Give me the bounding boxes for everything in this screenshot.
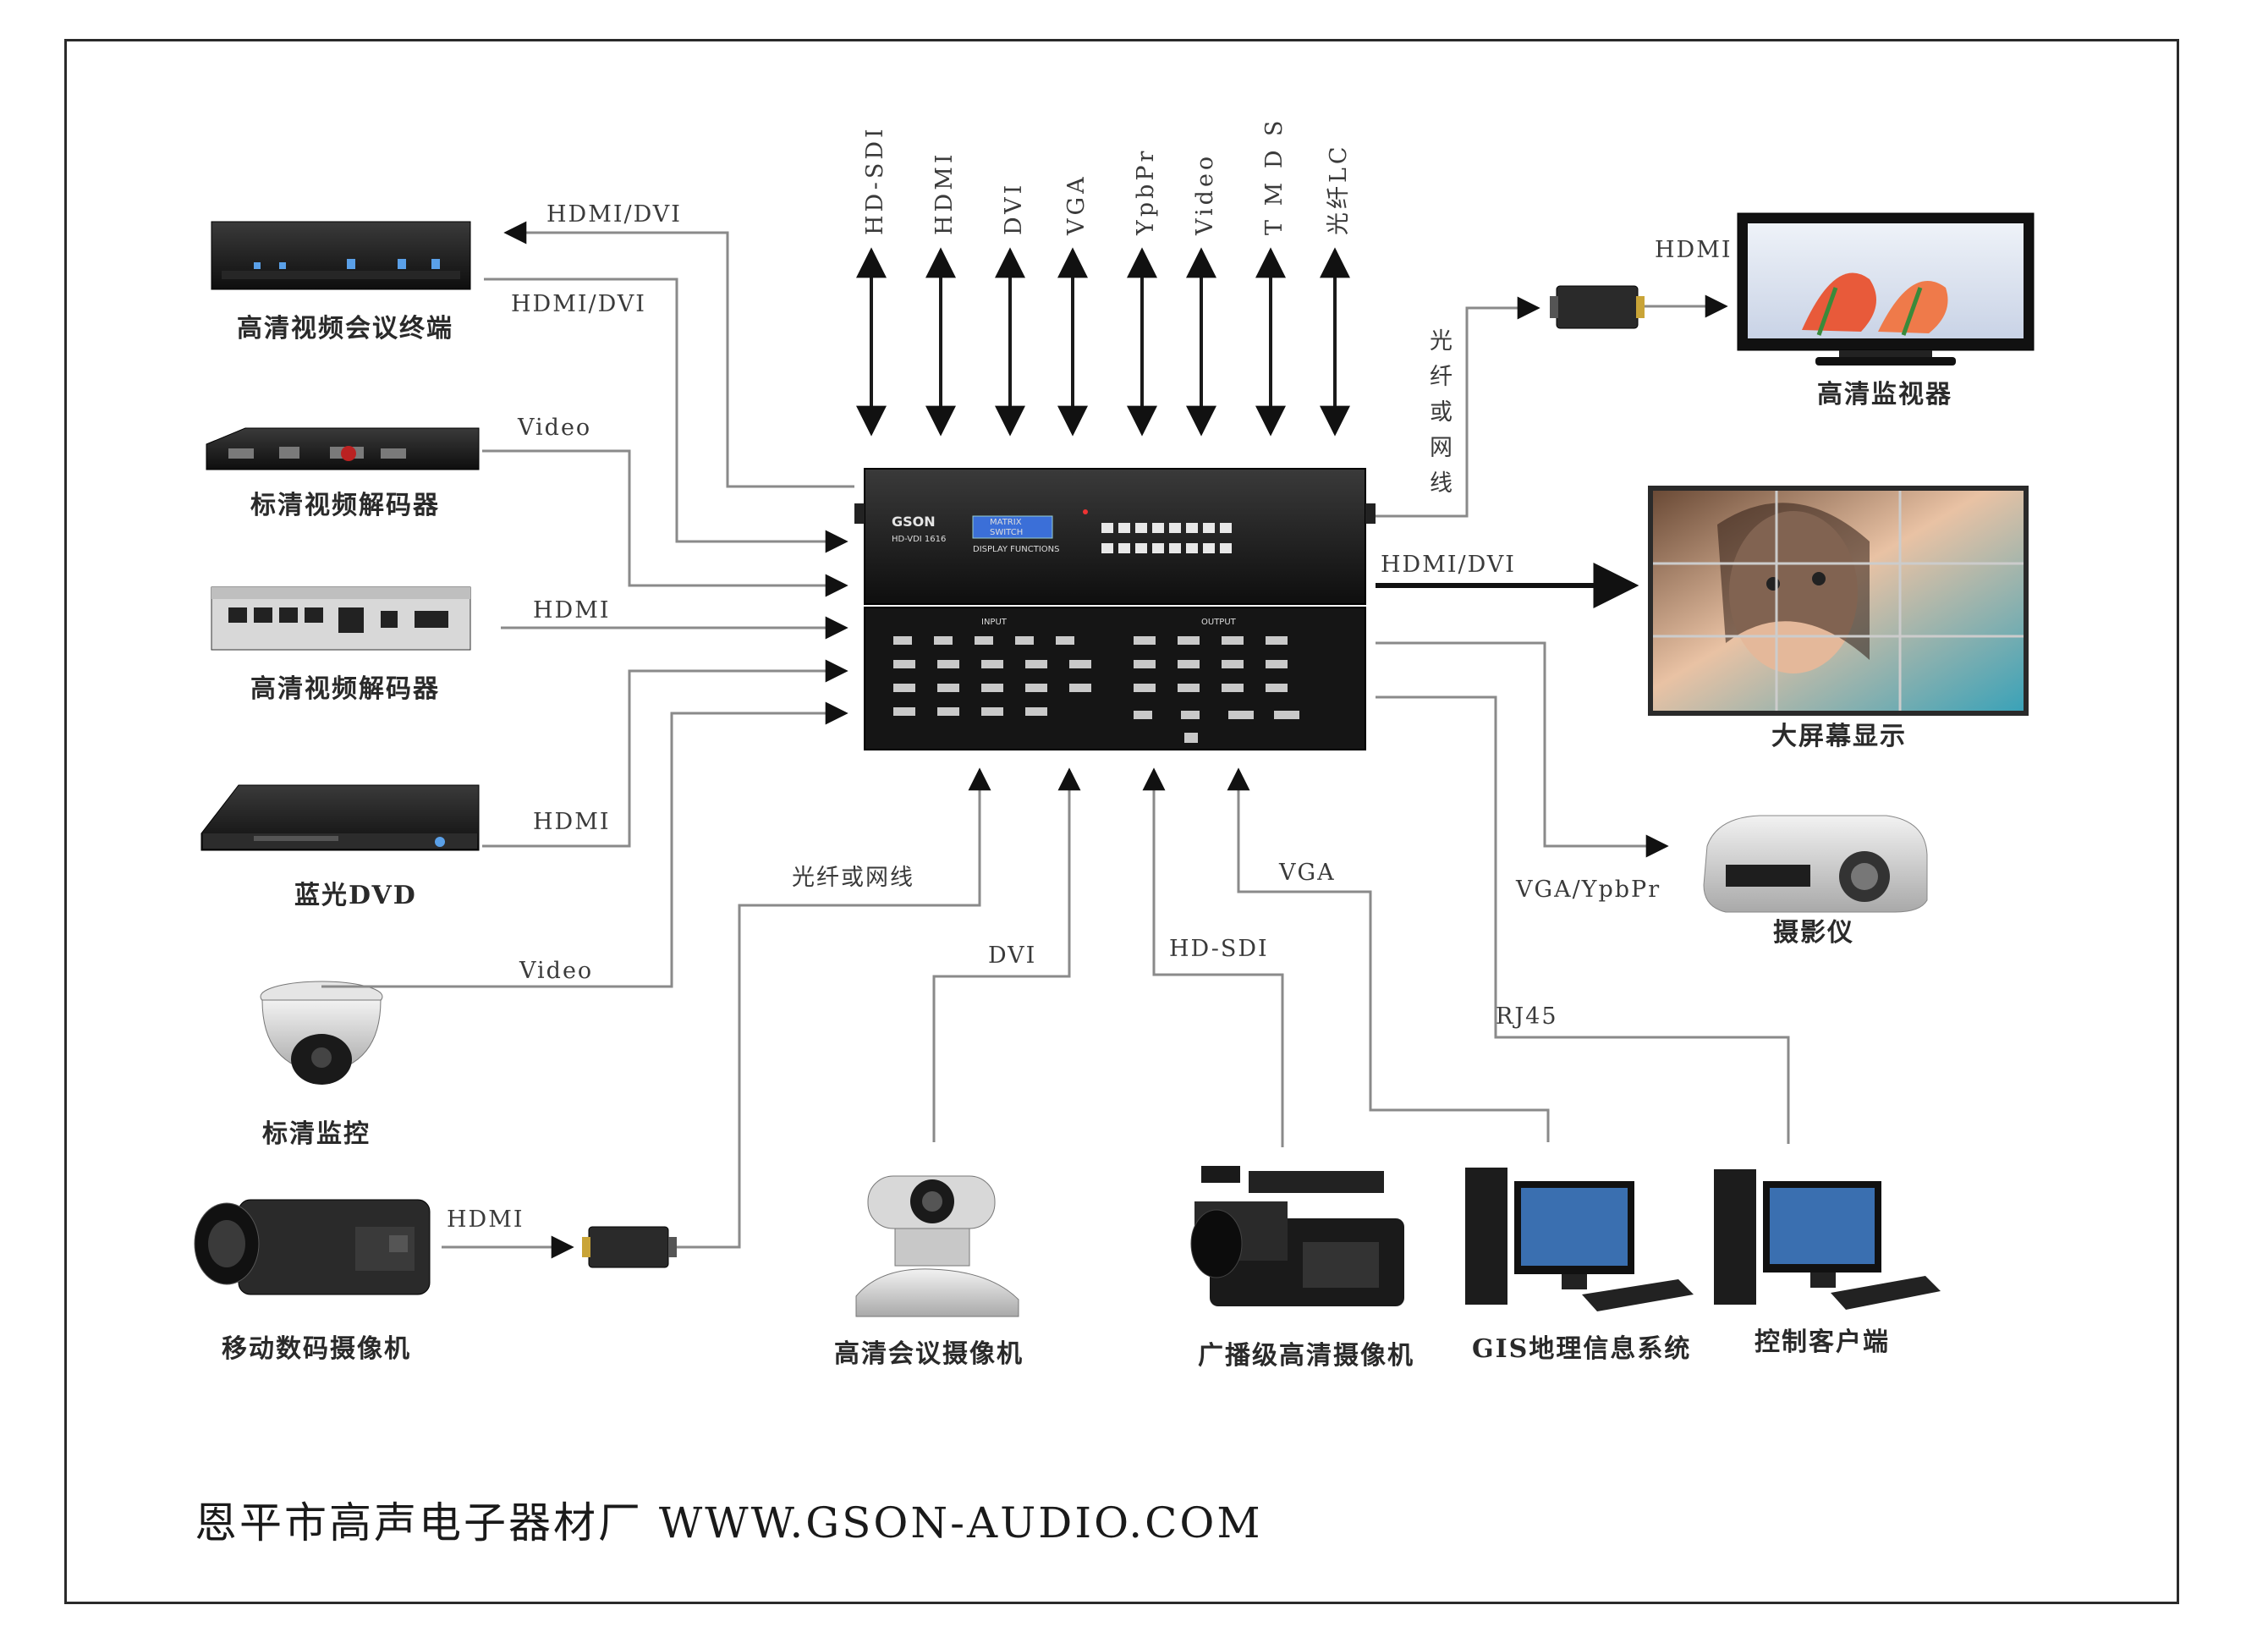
wire-vc-out (503, 221, 854, 488)
top-interface-arrows (856, 247, 1350, 437)
video-conference-terminal-icon (211, 221, 471, 290)
dome-camera-icon (260, 981, 383, 1085)
model-label: HD-VDI 1616 (892, 535, 946, 544)
caption-conference-camera: 高清会议摄像机 (834, 1339, 1024, 1369)
link-label-broadcast-camera: HD-SDI (1169, 936, 1269, 962)
front-keypad (1101, 523, 1232, 553)
sd-decoder-icon (206, 427, 480, 470)
top-label-dvi: DVI (1001, 182, 1027, 235)
caption-camcorder: 移动数码摄像机 (222, 1334, 411, 1364)
relay-char-1: 光 (1430, 328, 1456, 355)
link-label-conference-camera: DVI (988, 943, 1036, 969)
lcd-line1: MATRIX (990, 518, 1022, 527)
rear-ports (893, 636, 1299, 743)
caption-broadcast-camera: 广播级高清摄像机 (1198, 1341, 1414, 1371)
wire-dome-camera (321, 701, 848, 988)
caption-sd-monitoring: 标清监控 (262, 1119, 371, 1149)
camcorder-icon (194, 1199, 431, 1295)
panel-caption: DISPLAY FUNCTIONS (973, 545, 1059, 554)
link-label-vc-in: HDMI/DVI (511, 291, 646, 317)
output-label: OUTPUT (1201, 618, 1237, 627)
link-label-sd-decoder: Video (517, 415, 591, 441)
caption-video-conference-terminal: 高清视频会议终端 (237, 314, 453, 344)
link-label-gis-system: VGA (1278, 860, 1336, 886)
top-label-video: Video (1192, 153, 1218, 236)
wire-sd-decoder (482, 449, 848, 597)
top-label-hd-sdi: HD-SDI (862, 125, 888, 235)
link-label-video-wall: HDMI/DVI (1381, 552, 1516, 578)
relay-char-4: 网 (1430, 435, 1456, 461)
input-label: INPUT (981, 618, 1008, 627)
link-label-bluray: HDMI (533, 809, 611, 835)
wire-broadcast-camera (1142, 767, 1284, 1147)
caption-hd-decoder: 高清视频解码器 (250, 674, 440, 704)
top-label-fiber-lc: 光纤LC (1326, 143, 1352, 235)
wire-gis-system (1227, 767, 1550, 1142)
wire-conference-camera (932, 767, 1081, 1142)
caption-video-wall: 大屏幕显示 (1771, 722, 1907, 751)
desktop-computer-icon (1714, 1169, 1941, 1310)
relay-char-5: 线 (1430, 470, 1456, 497)
link-label-projector: VGA/YpbPr (1515, 877, 1661, 903)
matrix-switcher-icon: MATRIX SWITCH GSON HD-VDI 1616 DISPLAY F… (854, 468, 1376, 750)
wire-bluray (482, 659, 848, 848)
hd-decoder-icon (211, 586, 471, 651)
bluray-player-icon (200, 784, 480, 851)
lcd-line2: SWITCH (990, 528, 1023, 537)
fiber-transceiver-icon (582, 1226, 677, 1268)
fiber-transceiver-icon (1550, 285, 1645, 329)
caption-projector: 摄影仪 (1773, 918, 1854, 948)
wire-control-client (1376, 695, 1790, 1144)
link-label-hd-decoder: HDMI (533, 597, 611, 624)
wire-hd-monitor-relay (1376, 296, 1540, 518)
caption-control-client: 控制客户端 (1755, 1327, 1890, 1357)
link-label-control-client: RJ45 (1496, 1003, 1558, 1030)
caption-gis-system: GIS地理信息系统 (1472, 1334, 1691, 1364)
top-label-ypbpr: YpbPr (1133, 148, 1159, 236)
wire-vc-in (484, 278, 848, 553)
projector-icon (1703, 815, 1928, 913)
caption-bluray-dvd: 蓝光DVD (294, 881, 417, 910)
video-wall-icon (1648, 486, 2029, 716)
caption-hd-monitor: 高清监视器 (1817, 380, 1952, 410)
top-label-vga: VGA (1063, 173, 1090, 236)
relay-char-2: 纤 (1430, 364, 1456, 390)
footer-company: 恩平市高声电子器材厂 WWW.GSON-AUDIO.COM (195, 1498, 1263, 1547)
link-label-vc-out: HDMI/DVI (546, 201, 682, 228)
wire-projector (1376, 641, 1669, 858)
top-label-tmds: T M D S (1261, 117, 1288, 235)
link-label-camcorder-relay: 光纤或网线 (792, 865, 914, 891)
ptz-camera-icon (855, 1175, 1019, 1317)
top-label-hdmi: HDMI (931, 151, 958, 235)
broadcast-camera-icon (1190, 1166, 1404, 1306)
lcd-display (972, 515, 1053, 539)
link-label-camcorder: HDMI (447, 1207, 524, 1233)
wire-camcorder-relay (677, 767, 991, 1249)
caption-sd-decoder: 标清视频解码器 (250, 491, 440, 520)
relay-char-3: 或 (1430, 399, 1456, 426)
brand-logo: GSON (892, 514, 936, 530)
hd-monitor-icon (1737, 212, 2035, 366)
desktop-computer-icon (1465, 1168, 1694, 1311)
link-label-dome-camera: Video (519, 958, 593, 984)
diagram-frame (64, 39, 2179, 1604)
